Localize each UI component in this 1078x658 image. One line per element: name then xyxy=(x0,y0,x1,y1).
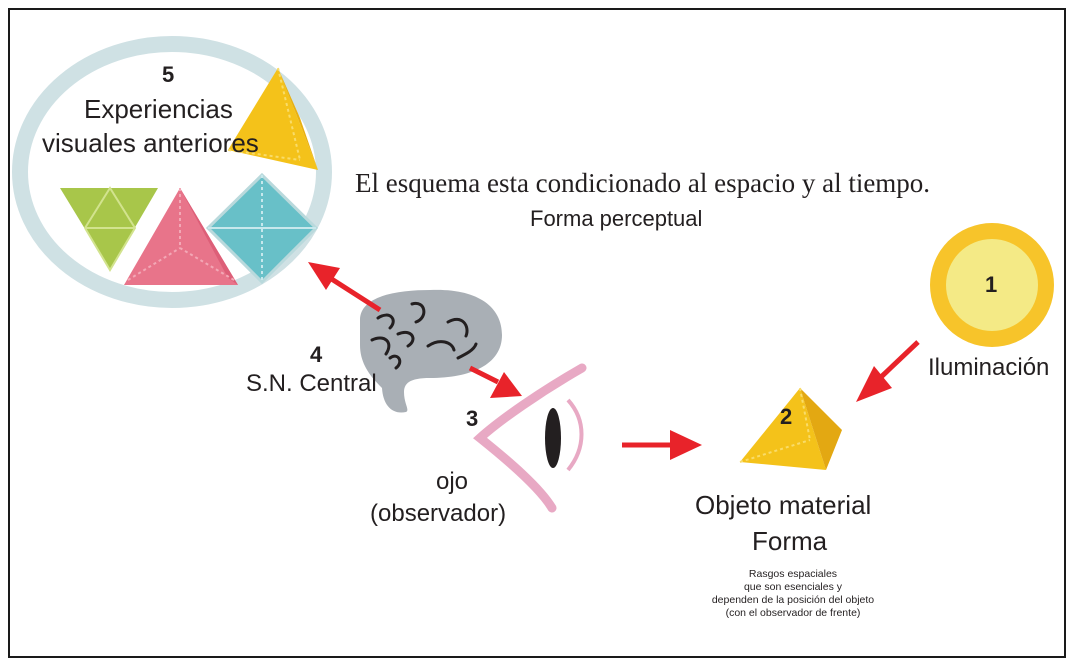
object-note-line: (con el observador de frente) xyxy=(725,607,861,619)
pyramid-teal-icon xyxy=(205,172,319,285)
object-note: Rasgos espaciales que son esenciales y d… xyxy=(680,568,906,620)
cns-number: 4 xyxy=(310,342,323,367)
arrow-cns-to-eye xyxy=(468,365,522,398)
sun-icon xyxy=(930,223,1054,347)
object-pyramid-icon xyxy=(739,387,842,470)
experiences-number: 5 xyxy=(162,62,175,87)
arrow-cns-to-experiences xyxy=(308,262,382,313)
eye-label-line1: ojo xyxy=(436,468,469,495)
schema-note: El esquema esta condicionado al espacio … xyxy=(355,168,931,198)
cns-label: S.N. Central xyxy=(246,370,377,397)
object-note-line: dependen de la posición del objeto xyxy=(711,594,875,606)
brain-icon xyxy=(360,289,502,413)
arrow-light-to-object xyxy=(856,340,920,402)
light-label: Iluminación xyxy=(928,354,1050,381)
experiences-label-line2: visuales anteriores xyxy=(42,128,259,158)
arrow-eye-to-object xyxy=(622,430,702,460)
experiences-ring xyxy=(12,36,332,308)
perceptual-form-label: Forma perceptual xyxy=(530,206,703,231)
pyramid-pink-icon xyxy=(124,188,238,285)
object-note-line: Rasgos espaciales xyxy=(748,568,838,580)
experiences-label-line1: Experiencias xyxy=(84,94,233,124)
eye-label-line2: (observador) xyxy=(370,500,507,527)
pyramid-green-icon xyxy=(60,186,158,272)
light-number: 1 xyxy=(985,272,998,297)
object-label-line2: Forma xyxy=(752,526,828,556)
object-number: 2 xyxy=(780,404,793,429)
object-label-line1: Objeto material xyxy=(695,490,872,520)
diagram-frame xyxy=(8,8,1066,658)
pyramid-yellow-icon xyxy=(227,67,318,170)
eye-number: 3 xyxy=(466,406,479,431)
object-note-line: que son esenciales y xyxy=(743,581,843,593)
eye-icon xyxy=(473,363,587,513)
